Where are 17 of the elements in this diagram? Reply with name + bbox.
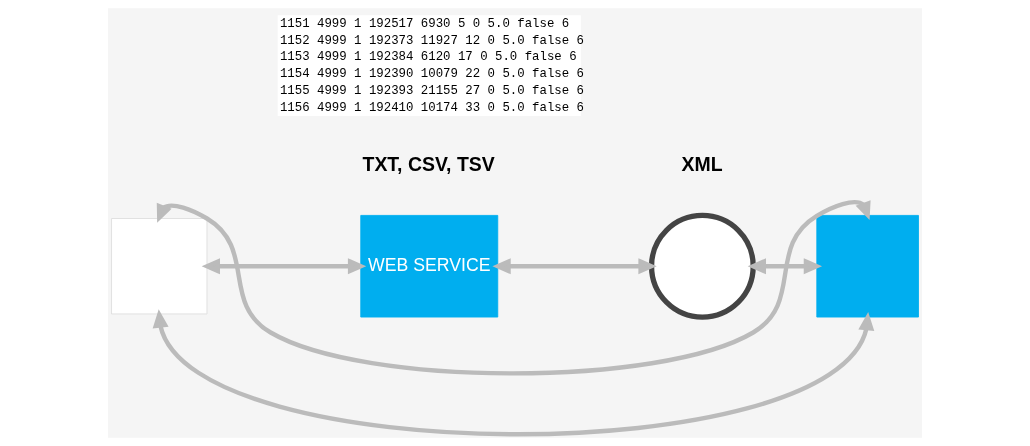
label: 1156 4999 1 192410 10174 33 0 5.0 false 6 [279, 100, 584, 115]
arrow [152, 309, 875, 437]
label: XML [681, 153, 723, 176]
arrow [156, 200, 871, 376]
node-box [816, 214, 919, 318]
label: 1155 4999 1 192393 21155 27 0 5.0 false 6 [279, 84, 584, 99]
node-circle [648, 212, 756, 320]
arrow [747, 258, 823, 275]
node-box [111, 218, 208, 315]
label: 1154 4999 1 192390 10079 22 0 5.0 false 6 [279, 67, 584, 82]
arrow [201, 258, 367, 275]
node-box: WEB SERVICE [360, 214, 499, 318]
arrow [492, 258, 657, 275]
label: 1153 4999 1 192384 6120 17 0 5.0 false 6 [279, 50, 577, 65]
label: TXT, CSV, TSV [362, 153, 495, 176]
label: 1152 4999 1 192373 11927 12 0 5.0 false 6 [279, 33, 584, 48]
label: 1151 4999 1 192517 6930 5 0 5.0 false 6 [279, 16, 570, 31]
